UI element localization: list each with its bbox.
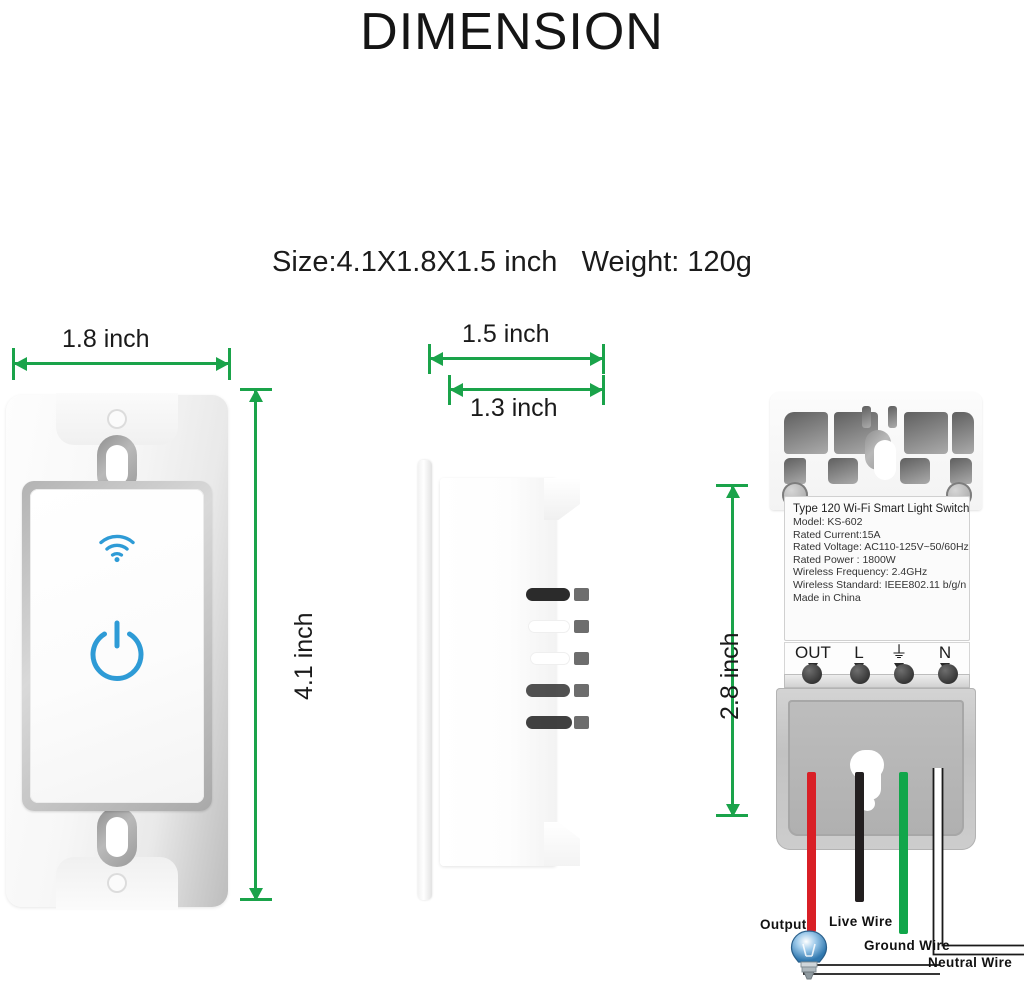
dimension-side-body-label: 1.3 inch [470,394,558,422]
dim-cap [428,344,431,374]
wire-live [855,772,864,902]
wire-neutral [932,768,1024,956]
dim-line [254,390,257,900]
terminal-screw-neutral [938,664,958,684]
switch-bezel [22,481,212,811]
page-title: DIMENSION [360,3,664,61]
dim-cap [602,375,605,405]
vent-notch [574,620,589,633]
vent-slot [526,684,570,697]
dim-arrow-left [450,382,463,397]
terminal-screw-strip [784,674,970,688]
vent-slot [528,620,570,633]
spec-title: Type 120 Wi-Fi Smart Light Switch [793,503,970,515]
bracket-cutout [950,458,972,484]
side-view [418,430,598,900]
dim-cap [228,348,231,380]
dim-line [15,362,229,365]
side-ear-bottom [544,822,580,866]
vent-slot [526,588,570,601]
dim-line [731,486,734,816]
dim-arrow-left [14,356,27,371]
power-icon[interactable] [86,619,148,688]
spec-line: Made in China [793,591,861,604]
dim-arrow-down [725,804,740,817]
dim-cap [12,348,15,380]
front-view [6,393,228,909]
spec-line: Rated Voltage: AC110-125V~50/60Hz [793,541,969,554]
bracket-cutout [784,412,828,454]
wifi-icon [97,533,137,568]
vent-notch [574,716,589,729]
dim-arrow-left [430,351,443,366]
spec-line: Rated Current:15A [793,528,881,541]
spec-line: Model: KS-602 [793,516,863,528]
dim-cap [602,344,605,374]
side-body [440,478,556,866]
bracket-slot [862,406,871,428]
vent-notch [574,684,589,697]
size-weight-text: Size:4.1X1.8X1.5 inch Weight: 120g [272,246,752,278]
side-faceplate-edge [418,460,432,900]
switch-face[interactable] [30,489,204,803]
spec-line: Rated Power : 1800W [793,553,896,566]
mount-hole-bottom [107,873,127,893]
dimension-back-height-label: 2.8 inch [716,632,744,720]
back-bracket [770,392,982,510]
spec-line: Wireless Frequency: 2.4GHz [793,566,928,579]
light-bulb-icon [786,928,832,987]
spec-label: Type 120 Wi-Fi Smart Light Switch Model:… [784,496,970,641]
dim-arrow-up [725,485,740,498]
bracket-slot [888,406,897,428]
dim-arrow-right [590,351,603,366]
vent-notch [574,652,589,665]
bracket-cutout [904,412,948,454]
spec-line: Wireless Standard: IEEE802.11 b/g/n [793,578,967,591]
dim-arrow-right [216,356,229,371]
wire-neutral-label: Neutral Wire [928,955,1013,970]
terminal-screw-ground [894,664,914,684]
bracket-cutout [784,458,806,484]
dim-arrow-up [248,389,263,402]
dim-line [431,357,603,360]
mount-hole-top [107,409,127,429]
bracket-cutout [952,412,974,454]
wire-output-label: Output [760,917,807,932]
dimension-front-width-label: 1.8 inch [62,325,150,353]
bracket-cutout [828,458,858,484]
dim-line [451,388,603,391]
housing-slot [850,750,884,800]
vent-slot [530,652,570,665]
dim-cap [448,375,451,405]
bracket-center-slot [865,430,896,480]
bracket-cutout [900,458,930,484]
dimension-front-height-label: 4.1 inch [290,612,318,700]
wire-ground [899,772,908,934]
vent-slot [526,716,572,729]
mount-slot-bottom [97,807,137,867]
terminal-screw-out [802,664,822,684]
dim-arrow-right [590,382,603,397]
vent-notch [574,588,589,601]
terminal-screw-live [850,664,870,684]
dimension-side-total-label: 1.5 inch [462,320,550,348]
dim-arrow-down [248,888,263,901]
wire-output [807,772,816,932]
wire-ground-label: Ground Wire [864,938,951,953]
wire-live-label: Live Wire [829,914,893,929]
side-ear-top [544,478,580,520]
